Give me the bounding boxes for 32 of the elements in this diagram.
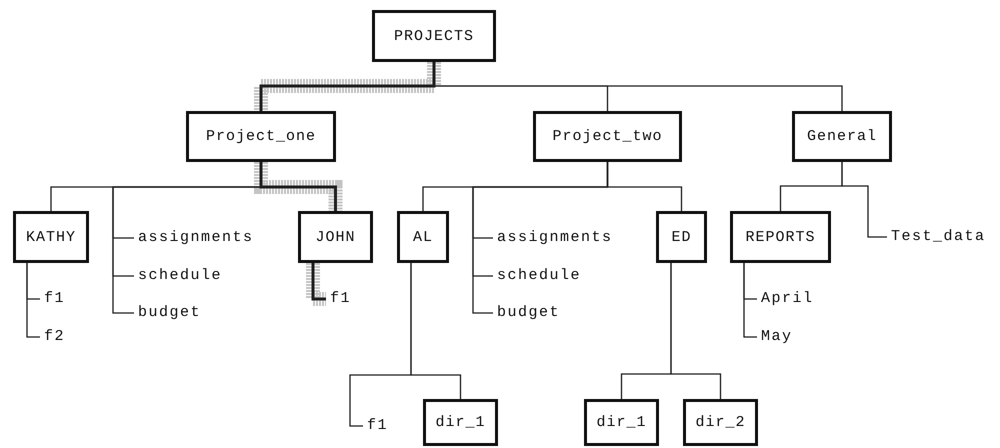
directory-box: dir_1 — [584, 399, 659, 446]
connector-line — [410, 263, 462, 399]
directory-box: REPORTS — [730, 211, 831, 263]
connector-line — [26, 263, 40, 338]
connector-line — [606, 162, 682, 211]
file-name: schedule — [493, 267, 582, 285]
file-name: f2 — [40, 328, 66, 346]
directory-box: ED — [656, 211, 707, 263]
file-name: schedule — [134, 267, 222, 285]
directory-box: Project_two — [533, 111, 682, 162]
file-name: budget — [493, 304, 560, 322]
directory-box: JOHN — [298, 211, 373, 263]
file-name: assignments — [134, 229, 254, 247]
directory-box: PROJECTS — [372, 10, 496, 62]
directory-box: Project_one — [186, 111, 336, 162]
directory-box: dir_2 — [683, 399, 758, 446]
directory-box: General — [792, 111, 892, 162]
file-name: assignments — [493, 229, 613, 247]
file-name: May — [757, 328, 793, 346]
connector-line — [670, 263, 722, 399]
connector-line — [312, 263, 326, 300]
file-name: f1 — [40, 290, 66, 308]
file-name: budget — [134, 304, 202, 322]
connector-line — [841, 162, 887, 238]
file-name: Test_data — [887, 228, 986, 246]
directory-box: AL — [397, 211, 449, 263]
file-name: April — [757, 290, 814, 308]
file-name: f1 — [326, 290, 352, 308]
file-name: f1 — [363, 417, 388, 435]
directory-box: KATHY — [13, 211, 89, 263]
connector-line — [743, 263, 757, 338]
directory-box: dir_1 — [423, 399, 498, 446]
